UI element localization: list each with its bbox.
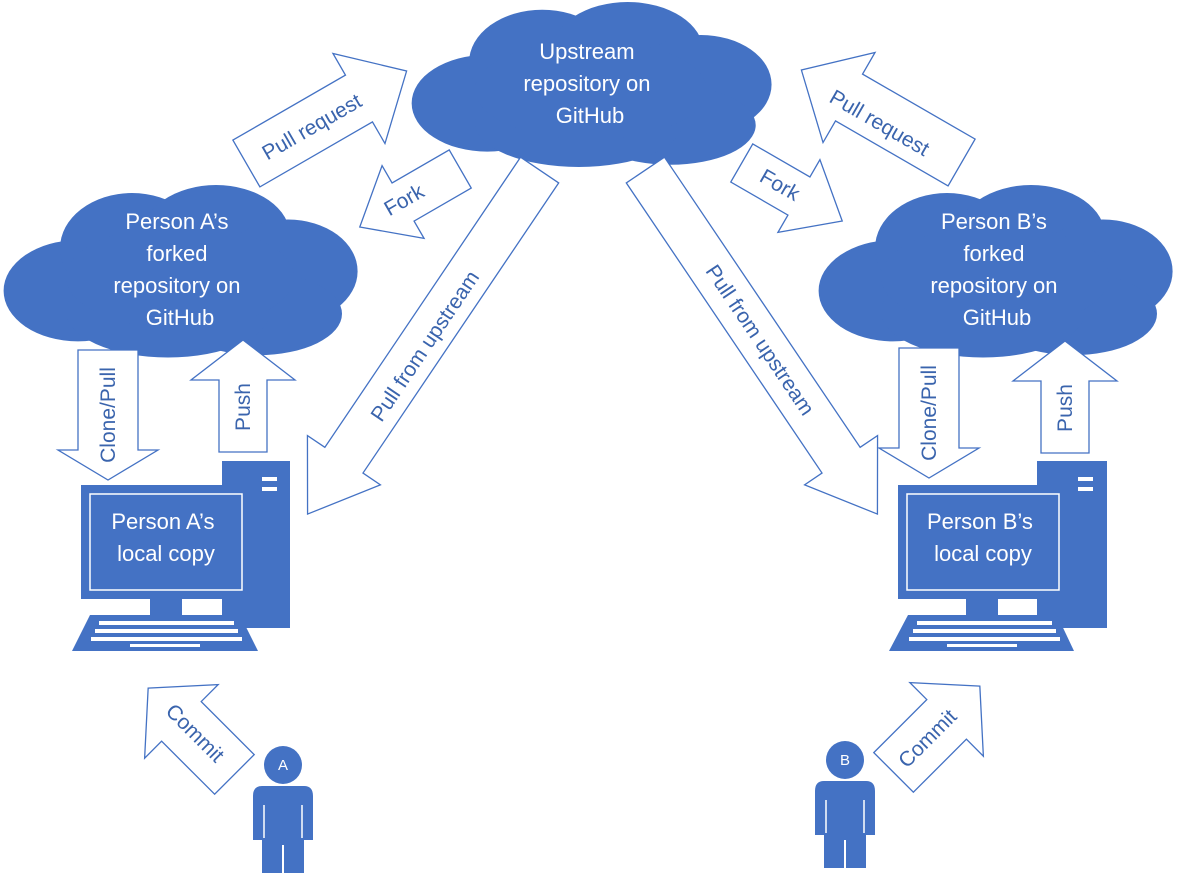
pull-upstream-a-label: Pull from upstream bbox=[367, 267, 485, 426]
computer-b-label: Person B’s local copy bbox=[927, 509, 1039, 566]
computer-b-monitor bbox=[898, 485, 1068, 599]
clone-pull-a-label: Clone/Pull bbox=[97, 367, 120, 463]
pull-upstream-b-arrow: Pull from upstream bbox=[625, 156, 879, 516]
fork-b-cloud-label: Person B’s forked repository on GitHub bbox=[930, 209, 1063, 330]
person-b-icon bbox=[815, 741, 875, 868]
push-a-arrow: Push bbox=[189, 339, 297, 453]
clone-pull-b-label: Clone/Pull bbox=[918, 365, 941, 461]
person-a-icon bbox=[253, 746, 313, 873]
fork-b-arrow: Fork bbox=[729, 143, 844, 234]
computer-a: Person A’s local copy bbox=[72, 461, 290, 651]
fork-a-cloud-label: Person A’s forked repository on GitHub bbox=[113, 209, 246, 330]
pull-request-b-arrow bbox=[800, 51, 977, 187]
commit-a-arrow bbox=[143, 683, 256, 796]
fork-a-arrow bbox=[358, 149, 473, 240]
clone-pull-b-arrow bbox=[876, 347, 982, 479]
computer-b: Person B’s local copy bbox=[889, 461, 1107, 651]
upstream-cloud-label: Upstream repository on GitHub bbox=[523, 39, 656, 128]
person-b-badge: B bbox=[840, 752, 850, 769]
pull-upstream-b-label: Pull from upstream bbox=[701, 261, 819, 420]
computer-a-label: Person A’s local copy bbox=[111, 509, 220, 566]
computer-a-monitor bbox=[81, 485, 251, 599]
commit-b-arrow: Commit bbox=[872, 681, 985, 794]
person-a-badge: A bbox=[278, 757, 288, 774]
clone-pull-a-arrow bbox=[55, 349, 161, 481]
pull-upstream-a-arrow bbox=[306, 156, 560, 516]
push-a-label: Push bbox=[232, 383, 255, 431]
push-b-label: Push bbox=[1054, 384, 1077, 432]
push-b-arrow: Push bbox=[1011, 340, 1119, 454]
